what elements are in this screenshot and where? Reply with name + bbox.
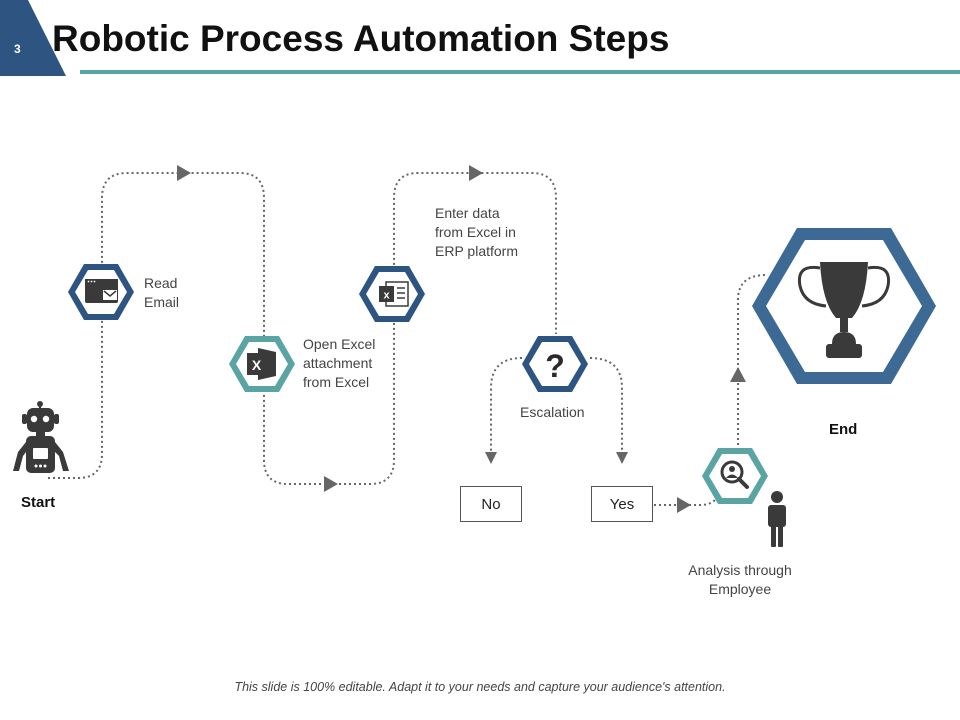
arrowhead-down xyxy=(485,452,497,464)
excel-letter: X xyxy=(252,357,262,373)
enter-data-step-hexagon: x xyxy=(359,266,425,322)
email-icon xyxy=(85,279,118,303)
email-step-hexagon xyxy=(68,264,134,320)
read-email-label: Read Email xyxy=(144,275,180,310)
arrowhead-right xyxy=(324,476,338,492)
magnifier-user-icon xyxy=(720,460,749,489)
enter-data-label: Enter data from Excel in ERP platform xyxy=(435,205,518,259)
escalation-step-hexagon: ? xyxy=(522,336,588,392)
arrowhead-right xyxy=(677,497,691,513)
analysis-step-hexagon xyxy=(702,448,768,504)
connector-escalation-to-yes xyxy=(589,357,623,462)
arrowhead-right xyxy=(177,165,191,181)
excel-document-icon: x xyxy=(379,281,409,307)
employee-icon xyxy=(768,491,786,547)
trophy-hexagon xyxy=(752,228,936,384)
start-label: Start xyxy=(21,494,56,511)
slide-number: 3 xyxy=(14,42,21,56)
end-label: End xyxy=(829,421,858,438)
connector-yes-to-analysis xyxy=(654,484,721,506)
slide-title: Robotic Process Automation Steps xyxy=(52,18,670,59)
arrowhead-right xyxy=(469,165,483,181)
connector-escalation-to-no xyxy=(490,357,523,462)
escalation-label: Escalation xyxy=(520,404,585,420)
open-excel-label: Open Excel attachment from Excel xyxy=(303,336,376,390)
question-mark-icon: ? xyxy=(545,348,565,384)
footer-note: This slide is 100% editable. Adapt it to… xyxy=(234,680,726,694)
excel-letter-small: x xyxy=(383,290,390,302)
slide-number-badge xyxy=(0,0,66,76)
arrowhead-up xyxy=(730,367,746,382)
open-excel-step-hexagon: X xyxy=(229,336,295,392)
yes-box: Yes xyxy=(591,486,653,522)
trophy-icon xyxy=(797,262,891,358)
excel-icon: X xyxy=(247,348,276,380)
arrowhead-down xyxy=(616,452,628,464)
robot-icon xyxy=(13,401,69,473)
connector-start-to-read-email xyxy=(48,172,557,485)
analysis-label: Analysis through Employee xyxy=(688,562,792,597)
title-underline xyxy=(80,70,960,74)
connector-analysis-to-end xyxy=(737,274,767,445)
no-box: No xyxy=(460,486,522,522)
